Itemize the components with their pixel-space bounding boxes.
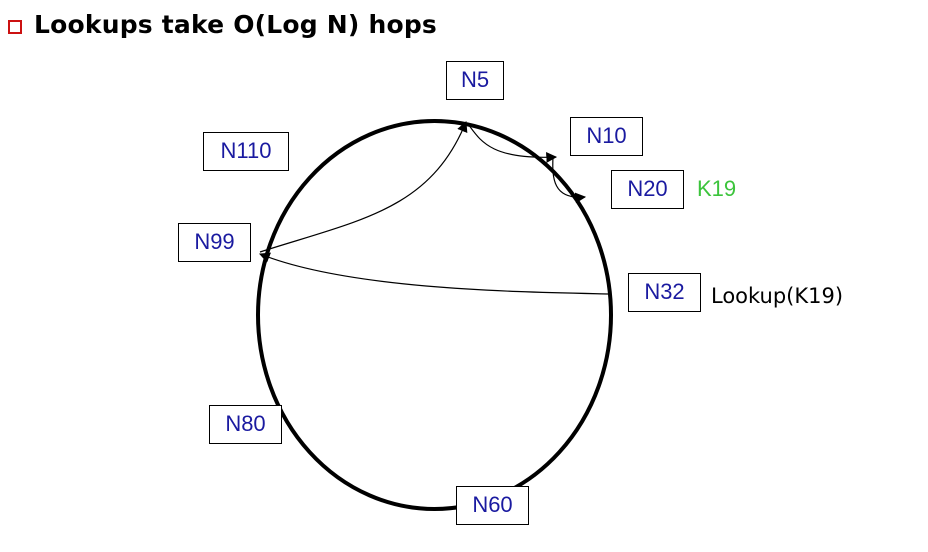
hop-arrow-n32-n99 bbox=[258, 252, 611, 295]
node-n5: N5 bbox=[446, 61, 504, 100]
hop-arrow-n99-n5 bbox=[259, 121, 468, 253]
bullet-square-icon bbox=[8, 19, 22, 34]
node-n32: N32 bbox=[628, 273, 701, 312]
node-n110: N110 bbox=[203, 132, 289, 171]
node-n10: N10 bbox=[570, 117, 643, 156]
node-n60: N60 bbox=[456, 486, 529, 525]
ring-circle bbox=[256, 119, 613, 511]
node-n80: N80 bbox=[209, 405, 282, 444]
bullet-row: Lookups take O(Log N) hops bbox=[8, 10, 437, 39]
node-n99: N99 bbox=[178, 223, 251, 262]
hop-arrow-n10-n20 bbox=[552, 156, 587, 204]
lookup-label: Lookup(K19) bbox=[711, 284, 844, 308]
key-label: K19 bbox=[697, 176, 737, 201]
node-n20: N20 bbox=[611, 170, 684, 209]
hop-arrow-n5-n10 bbox=[467, 123, 558, 163]
bullet-text: Lookups take O(Log N) hops bbox=[34, 10, 438, 39]
